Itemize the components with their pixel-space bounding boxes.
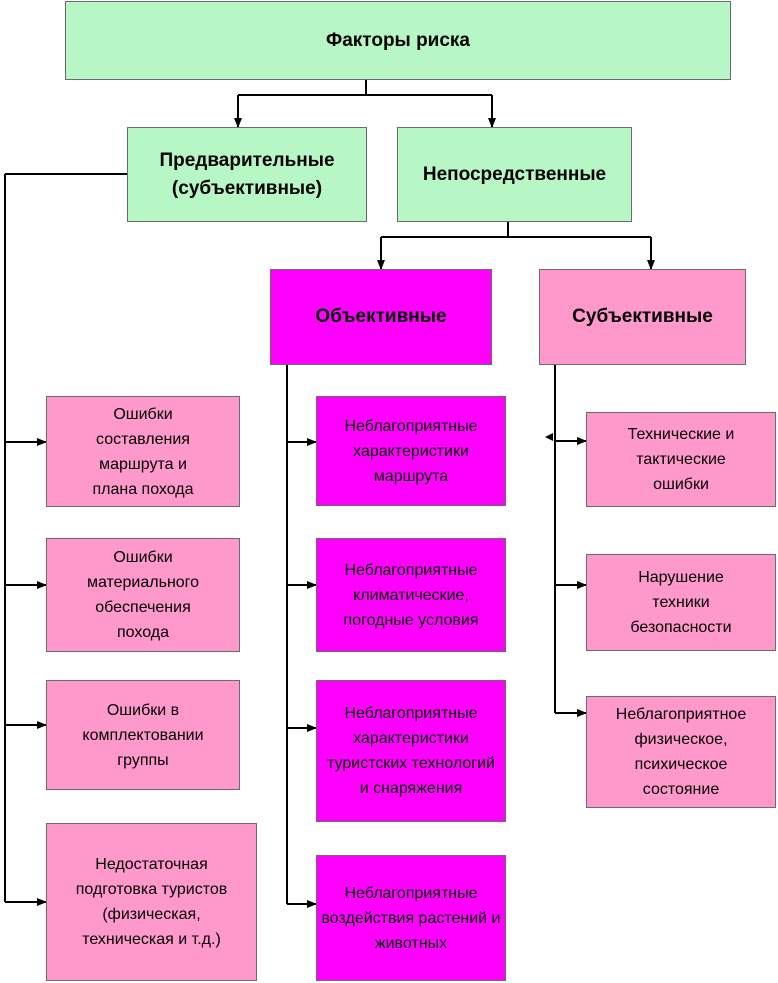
objective-item: Неблагоприятные характеристики туристски… — [316, 680, 506, 822]
node-objective: Объективные — [270, 269, 492, 365]
subjective-item: Неблагоприятное физическое, психическое … — [586, 696, 776, 808]
preliminary-item: Недостаточная подготовка туристов (физич… — [46, 823, 257, 981]
subjective-item: Технические и тактические ошибки — [586, 412, 776, 507]
node-subjective: Субъективные — [539, 269, 746, 365]
objective-item: Неблагоприятные воздействия растений и ж… — [316, 855, 506, 981]
objective-item: Неблагоприятные характеристики маршрута — [316, 396, 506, 506]
objective-item: Неблагоприятные климатические, погодные … — [316, 538, 506, 652]
node-root: Факторы риска — [65, 1, 731, 80]
subjective-item: Нарушение техники безопасности — [586, 554, 776, 651]
preliminary-item: Ошибки материального обеспечения похода — [46, 538, 240, 652]
node-immediate: Непосредственные — [397, 127, 632, 222]
preliminary-item: Ошибки в комплектовании группы — [46, 680, 240, 790]
preliminary-item: Ошибки составления маршрута и плана похо… — [46, 396, 240, 507]
node-preliminary: Предварительные (субъективные) — [127, 127, 367, 222]
